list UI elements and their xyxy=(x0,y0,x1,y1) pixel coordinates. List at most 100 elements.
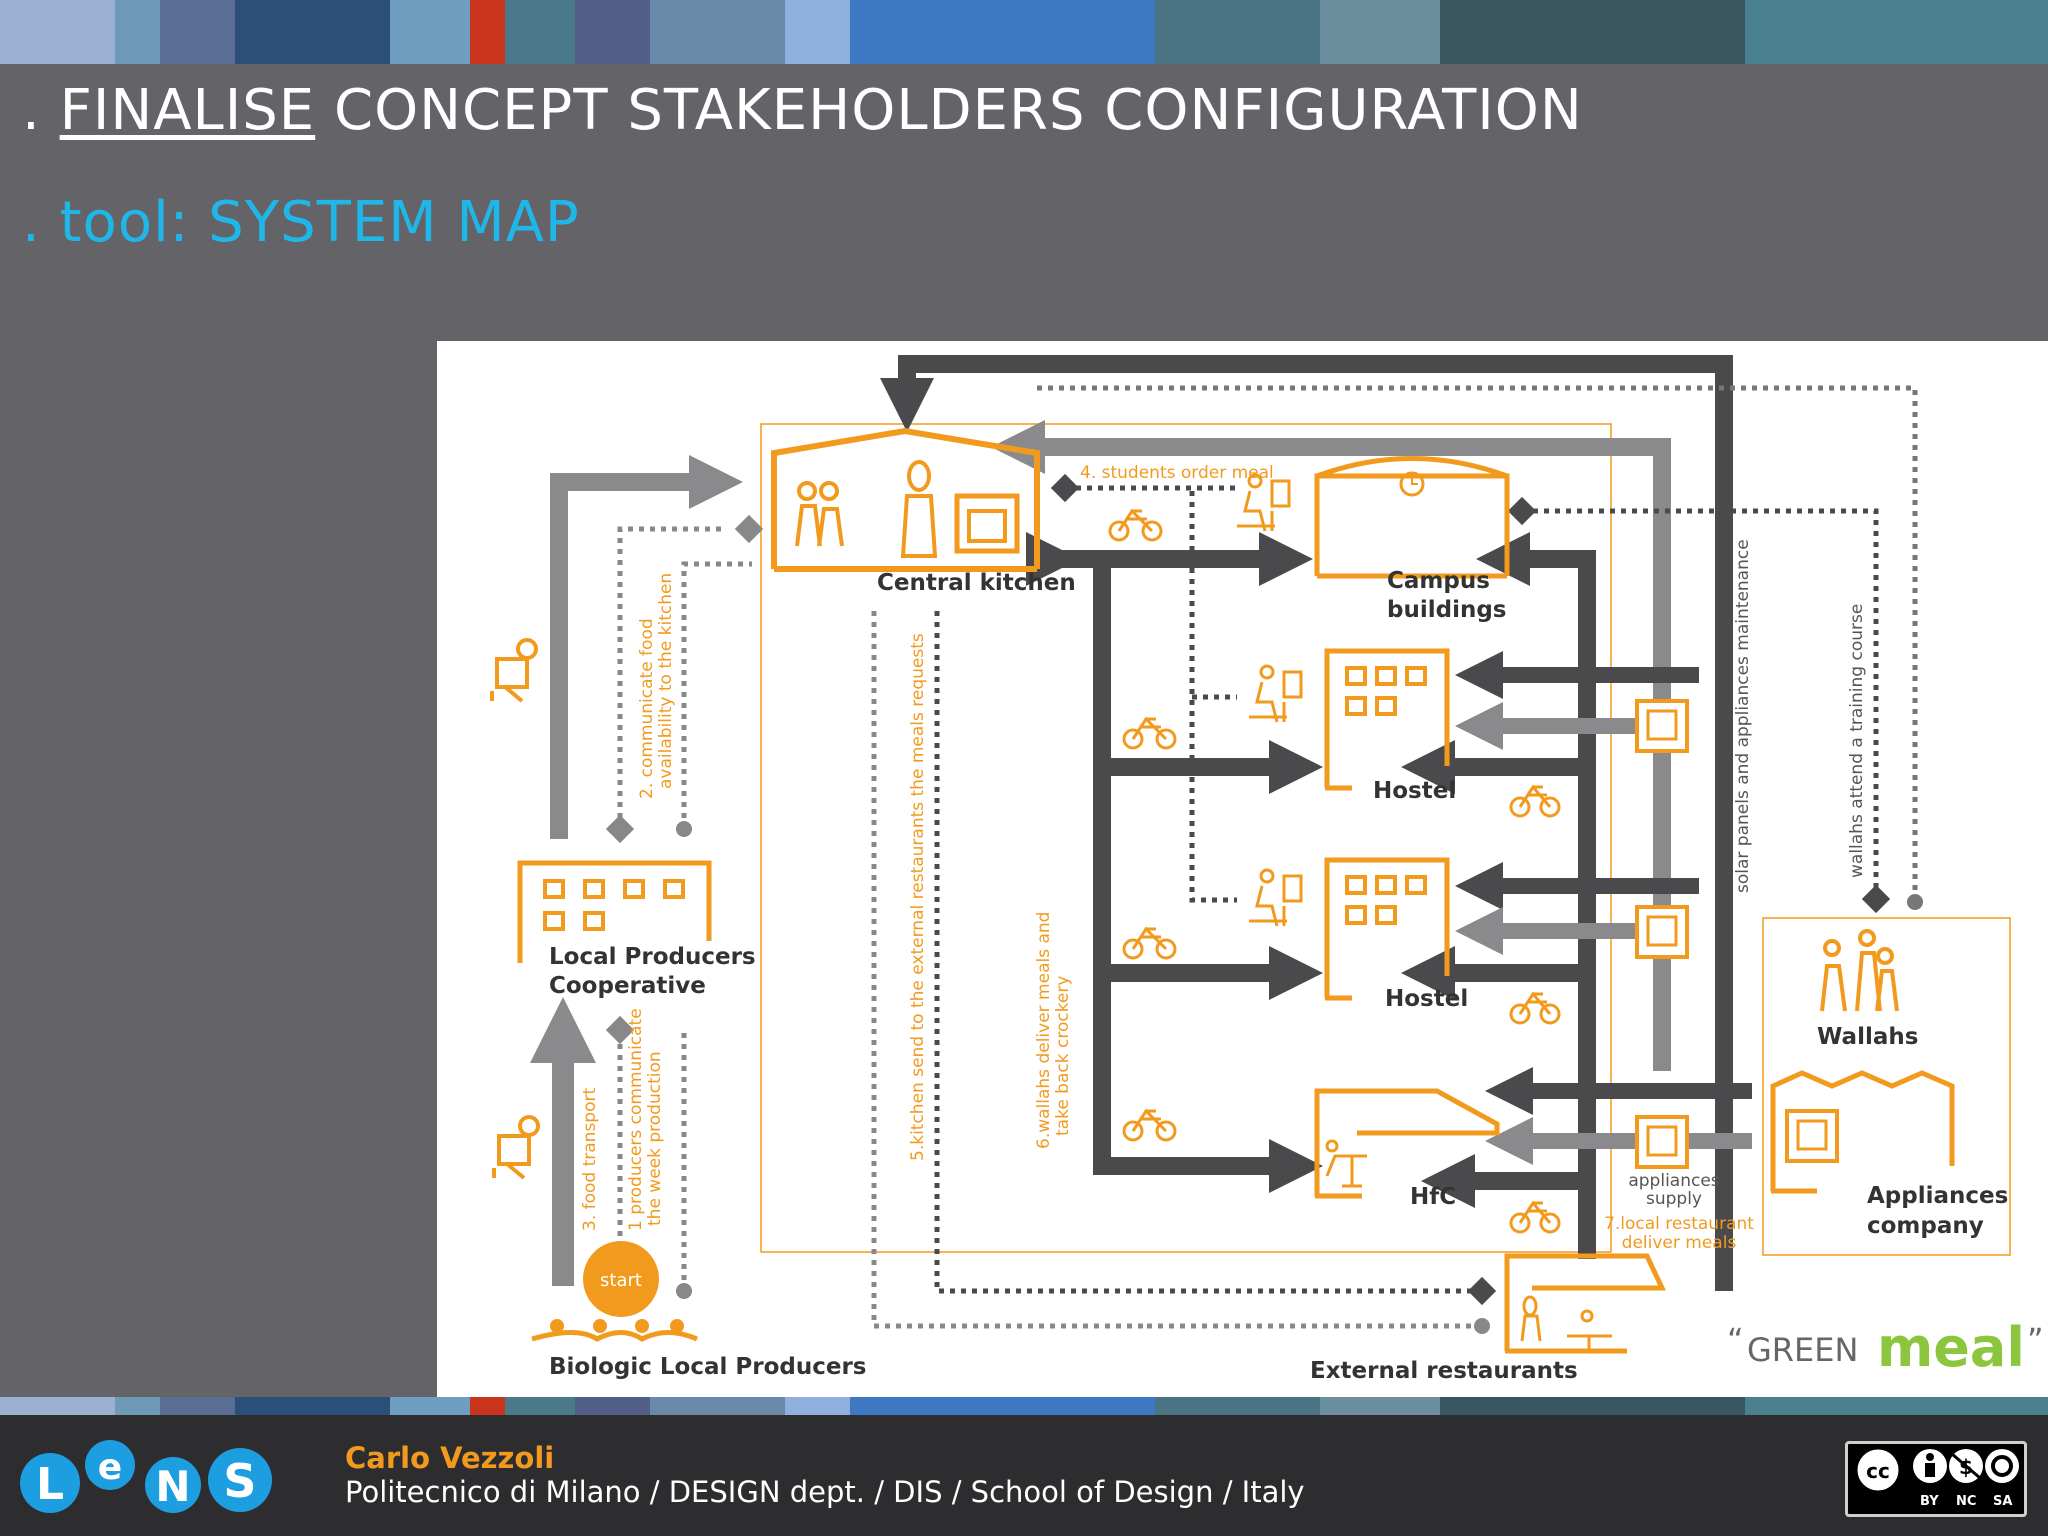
diamond-marker xyxy=(1861,884,1891,914)
flow-kitchen-requests xyxy=(871,611,1147,1329)
color-band-segment xyxy=(1440,0,1745,64)
svg-text:e: e xyxy=(98,1447,122,1488)
flow-training xyxy=(1522,508,1879,896)
flow-label-producers-a: 1 producers communicate xyxy=(626,1008,646,1231)
color-band-segment xyxy=(160,0,235,64)
color-band-segment xyxy=(1155,0,1320,64)
svg-text:“: “ xyxy=(1727,1321,1744,1359)
label-hostel-1: Hostel xyxy=(1373,778,1456,804)
flow-label-training: wallahs attend a training course xyxy=(1847,604,1867,878)
color-band-segment xyxy=(650,1397,785,1415)
color-band-segment xyxy=(1745,1397,2048,1415)
color-band-segment xyxy=(160,1397,235,1415)
title-underlined-word: FINALISE xyxy=(59,78,316,143)
flow-label-food-transport: 3. food transport xyxy=(580,1088,600,1231)
hostel-2-node xyxy=(1324,857,1450,1001)
local-producers-cooperative-node xyxy=(517,860,712,963)
flow-order-hostel-2 xyxy=(1189,491,1237,903)
crops-icon xyxy=(550,1319,684,1333)
bicycle-icon xyxy=(1509,784,1561,818)
diamond-marker xyxy=(605,1015,635,1045)
student-icon xyxy=(1249,868,1303,927)
appliance-icon xyxy=(1635,699,1689,753)
flow-label-kitchen-requests: 5.kitchen send to the external restauran… xyxy=(908,633,928,1161)
external-restaurants-node xyxy=(1504,1253,1666,1354)
color-band-segment xyxy=(470,0,505,64)
label-biologic-producers: Biologic Local Producers xyxy=(549,1354,867,1380)
author-affiliation: Politecnico di Milano / DESIGN dept. / D… xyxy=(345,1475,1305,1509)
color-band-segment xyxy=(785,1397,850,1415)
diamond-marker xyxy=(734,514,764,544)
bicycle-icon xyxy=(1108,508,1163,542)
color-band-segment xyxy=(115,1397,160,1415)
flow-label-local-restaurant-b: deliver meals xyxy=(1622,1233,1737,1253)
flow-label-producers-b: the week production xyxy=(645,1051,665,1226)
flow-label-solar: solar panels and appliances maintenance xyxy=(1733,539,1753,893)
color-band-segment xyxy=(115,0,160,64)
color-band-segment xyxy=(0,0,115,64)
color-band-segment xyxy=(390,1397,470,1415)
label-campus-1: Campus xyxy=(1387,568,1490,594)
start-marker xyxy=(583,1241,659,1317)
diamond-marker xyxy=(1467,1276,1497,1306)
bicycle-icon xyxy=(1509,991,1561,1025)
label-hostel-2: Hostel xyxy=(1385,986,1468,1012)
flow-label-local-restaurant-a: 7.local restaurant xyxy=(1604,1214,1754,1234)
appliance-icon xyxy=(1635,905,1689,959)
color-band-segment xyxy=(1745,0,2048,64)
flow-label-students-order: 4. students order meal xyxy=(1080,463,1274,483)
slide-title: . FINALISE CONCEPT STAKEHOLDERS CONFIGUR… xyxy=(22,78,1583,143)
color-band-segment xyxy=(850,0,1155,64)
student-icon xyxy=(1237,473,1291,532)
campus-buildings-node xyxy=(1314,456,1510,579)
bicycle-icon xyxy=(1509,1200,1561,1234)
system-map-panel: Central kitchen Campus buildings Hostel … xyxy=(437,341,2048,1397)
flow-label-wallahs-deliver-a: 6.wallahs deliver meals and xyxy=(1034,912,1054,1149)
top-color-band xyxy=(0,0,2048,64)
student-icon xyxy=(1249,664,1303,723)
cc-by-label: BY xyxy=(1920,1494,1939,1509)
diamond-marker xyxy=(1507,496,1537,526)
label-central-kitchen: Central kitchen xyxy=(877,570,1076,596)
arrow-supply-kitchen xyxy=(991,420,1671,1071)
diamond-marker xyxy=(605,814,635,844)
color-band-segment xyxy=(505,0,575,64)
color-band-segment xyxy=(235,1397,390,1415)
diamond-marker xyxy=(1050,473,1080,503)
color-band-segment xyxy=(575,0,650,64)
color-band-segment xyxy=(390,0,470,64)
label-hfc: HfC xyxy=(1410,1184,1456,1210)
color-band-segment xyxy=(1155,1397,1320,1415)
label-lpc-2: Cooperative xyxy=(549,973,706,999)
color-band-segment xyxy=(470,1397,505,1415)
svg-text:S: S xyxy=(223,1454,256,1508)
color-band-segment xyxy=(650,0,785,64)
color-band-segment xyxy=(1440,1397,1745,1415)
label-wallahs: Wallahs xyxy=(1817,1024,1918,1050)
label-lpc-1: Local Producers xyxy=(549,944,756,970)
arrow-delivery-spine xyxy=(1093,559,1323,1193)
greenmeal-logo: “ GREEN meal ” xyxy=(1727,1316,2044,1379)
flow-dotted-top xyxy=(1037,385,1918,906)
bicycle-icon xyxy=(1122,716,1177,750)
color-band-segment xyxy=(1320,0,1440,64)
arrow-restaurant-campus xyxy=(1476,532,1596,1259)
truck-icon xyxy=(490,638,538,703)
appliance-icon xyxy=(1635,1115,1689,1169)
svg-text:L: L xyxy=(36,1459,64,1510)
dot-end xyxy=(676,821,692,837)
flow-label-communicate-food-b: availability to the kitchen xyxy=(656,573,676,789)
cc-sa-label: SA xyxy=(1993,1494,2013,1509)
flow-communicate-food xyxy=(617,526,727,829)
system-boundary xyxy=(760,423,1612,1253)
flow-label-wallahs-deliver-b: take back crockery xyxy=(1053,976,1073,1136)
external-actors-boundary xyxy=(1762,917,2011,1256)
arrow-return-top xyxy=(880,355,1733,1291)
wallahs-node xyxy=(1820,929,1899,1012)
cc-license-badge: cc $ BY NC SA xyxy=(1845,1441,2027,1517)
svg-text:cc: cc xyxy=(1866,1459,1890,1483)
dot-end xyxy=(1474,1318,1490,1334)
flow-availability xyxy=(681,561,752,829)
color-band-segment xyxy=(0,1397,115,1415)
appliances-company-node xyxy=(1770,1070,1955,1194)
